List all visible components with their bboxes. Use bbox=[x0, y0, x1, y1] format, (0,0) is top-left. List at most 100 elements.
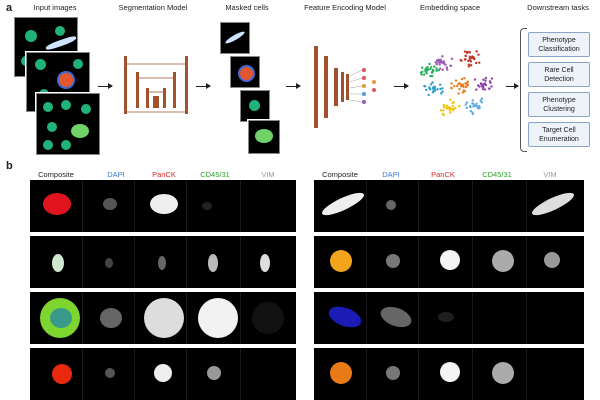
embedding-point bbox=[435, 69, 438, 72]
embedding-point bbox=[442, 113, 446, 117]
task-rare-cell-detection: Rare Cell Detection bbox=[528, 62, 590, 87]
embedding-point bbox=[454, 106, 457, 110]
embedding-point bbox=[457, 82, 460, 86]
embedding-point bbox=[484, 83, 488, 87]
embedding-point bbox=[424, 70, 427, 73]
left-col-head-dapi: DAPI bbox=[107, 170, 125, 179]
embedding-point bbox=[454, 79, 458, 82]
tile-separator bbox=[134, 348, 135, 400]
tile-separator bbox=[418, 236, 419, 288]
arrow-1 bbox=[98, 83, 113, 89]
embedding-point bbox=[472, 56, 476, 60]
embedding-point bbox=[431, 81, 434, 84]
embedding-point bbox=[480, 85, 484, 88]
embedding-point bbox=[464, 54, 467, 58]
embedding-point bbox=[438, 63, 441, 66]
embedding-point bbox=[488, 87, 491, 90]
tile-separator bbox=[526, 348, 527, 400]
embedding-point bbox=[468, 51, 472, 54]
embedding-point bbox=[476, 84, 480, 87]
tile-separator bbox=[526, 236, 527, 288]
embedding-point bbox=[450, 82, 453, 85]
embedding-point bbox=[480, 97, 484, 100]
right-cell-row-2 bbox=[314, 236, 584, 288]
embedding-point bbox=[439, 61, 443, 64]
embedding-point bbox=[484, 76, 488, 80]
embedding-point bbox=[433, 87, 436, 90]
step-title-masked-cells: Masked cells bbox=[225, 3, 269, 12]
embedding-point bbox=[469, 109, 473, 113]
embedding-point bbox=[442, 103, 445, 107]
tile-separator bbox=[472, 292, 473, 344]
tile-separator bbox=[472, 180, 473, 232]
right-cell-row-1 bbox=[314, 180, 584, 232]
left-col-head-cd45-31: CD45/31 bbox=[200, 170, 230, 179]
step-title-feature-encoding-model: Feature Encoding Model bbox=[304, 3, 386, 12]
right-col-head-dapi: DAPI bbox=[382, 170, 400, 179]
tile-separator bbox=[240, 236, 241, 288]
embedding-point bbox=[478, 61, 481, 64]
embedding-point bbox=[465, 101, 469, 104]
embedding-point bbox=[420, 66, 424, 69]
embedding-point bbox=[422, 73, 426, 76]
step-title-embedding-space: Embedding space bbox=[419, 3, 481, 12]
embedding-point bbox=[429, 74, 432, 78]
embedding-point bbox=[429, 83, 433, 86]
right-col-head-cd45-31: CD45/31 bbox=[482, 170, 512, 179]
embedding-point bbox=[449, 98, 452, 102]
embedding-point bbox=[448, 106, 451, 109]
embedding-point bbox=[463, 90, 467, 93]
embedding-point bbox=[429, 67, 432, 71]
embedding-point bbox=[439, 58, 442, 62]
embedding-point bbox=[442, 62, 445, 65]
embedding-point bbox=[441, 90, 444, 93]
embedding-point bbox=[482, 78, 485, 81]
embedding-point bbox=[423, 84, 426, 88]
panel-b-label: b bbox=[6, 160, 13, 172]
embedding-point bbox=[475, 88, 478, 91]
embedding-point bbox=[458, 104, 461, 108]
embedding-point bbox=[483, 88, 487, 91]
embedding-point bbox=[435, 63, 438, 66]
tile-separator bbox=[186, 292, 187, 344]
embedding-point bbox=[474, 61, 478, 65]
embedding-point bbox=[451, 101, 454, 105]
right-cell-row-3 bbox=[314, 292, 584, 344]
tile-separator bbox=[418, 180, 419, 232]
embedding-point bbox=[477, 53, 480, 56]
embedding-point bbox=[459, 58, 462, 62]
tile-separator bbox=[240, 292, 241, 344]
embedding-point bbox=[466, 50, 470, 54]
embedding-point bbox=[425, 72, 428, 75]
embedding-point bbox=[442, 60, 446, 63]
right-col-head-vim: VIM bbox=[543, 170, 557, 179]
tile-separator bbox=[240, 180, 241, 232]
embedding-point bbox=[430, 70, 434, 74]
embedding-point bbox=[467, 65, 471, 68]
embedding-point bbox=[461, 91, 465, 94]
embedding-point bbox=[478, 106, 481, 110]
tile-separator bbox=[134, 292, 135, 344]
embedding-point bbox=[436, 88, 439, 91]
tile-separator bbox=[526, 292, 527, 344]
embedding-point bbox=[461, 83, 465, 86]
tile-separator bbox=[186, 180, 187, 232]
embedding-point bbox=[451, 108, 455, 111]
embedding-point bbox=[465, 81, 469, 85]
tile-separator bbox=[526, 180, 527, 232]
embedding-point bbox=[441, 55, 444, 58]
embedding-point bbox=[449, 111, 452, 114]
embedding-point bbox=[419, 71, 423, 74]
embedding-point bbox=[441, 68, 444, 71]
arrow-5 bbox=[506, 83, 519, 89]
feature-encoder-diagram bbox=[314, 46, 376, 128]
embedding-point bbox=[455, 84, 459, 88]
embedding-point bbox=[439, 83, 442, 86]
tile-separator bbox=[82, 180, 83, 232]
tile-separator bbox=[366, 180, 367, 232]
arrow-2 bbox=[196, 83, 211, 89]
segmentation-model-diagram bbox=[124, 56, 188, 114]
embedding-point bbox=[481, 87, 485, 91]
embedding-point bbox=[439, 109, 443, 112]
embedding-point bbox=[451, 104, 455, 108]
